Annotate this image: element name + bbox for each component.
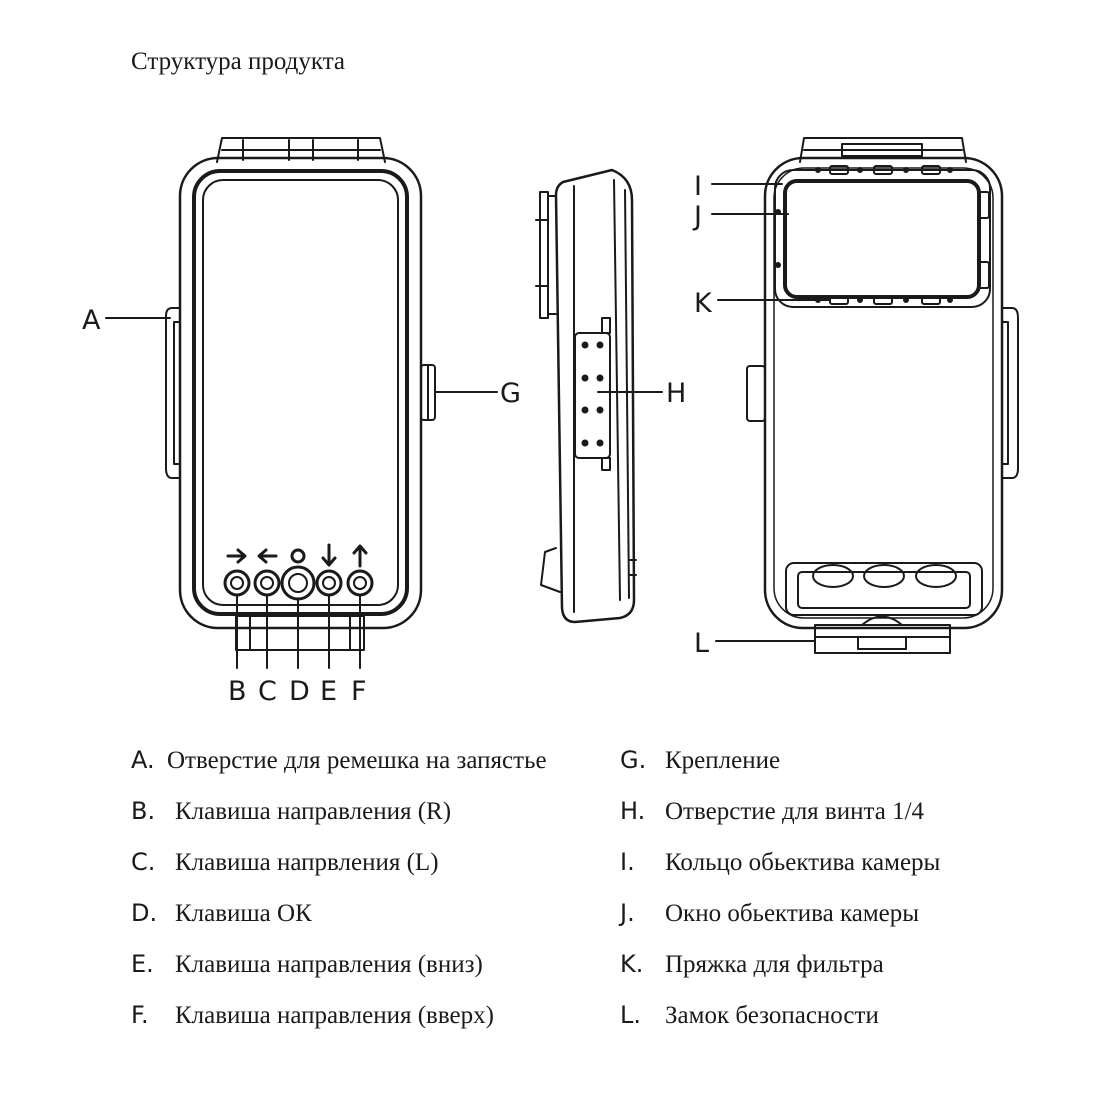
- legend-item-g: G.Крепление: [620, 746, 781, 774]
- arrow-right-icon: [226, 548, 247, 564]
- legend-item-j: J.Окно обьектива камеры: [620, 899, 920, 927]
- legend-item-i: I.Кольцо обьектива камеры: [620, 848, 941, 876]
- screw-holes: [581, 341, 604, 447]
- legend-item-k: K.Пряжка для фильтра: [620, 950, 884, 978]
- marker-d: D: [289, 676, 310, 707]
- marker-e: E: [320, 676, 337, 707]
- marker-a: A: [82, 305, 101, 336]
- legend-left: A.Отверстие для ремешка на запястье B.Кл…: [131, 740, 547, 1046]
- back-view: [746, 137, 1019, 654]
- legend-item-h: H.Отверстие для винта 1/4: [620, 797, 925, 825]
- legend-item-b: B.Клавиша направления (R): [131, 797, 452, 825]
- legend-item-f: F.Клавиша направления (вверх): [131, 1001, 494, 1029]
- product-structure-diagram: A G B C D E F H I J K L: [82, 137, 1019, 707]
- marker-f: F: [351, 676, 367, 707]
- legend-right: G.Крепление H.Отверстие для винта 1/4 I.…: [620, 740, 940, 1046]
- legend-item-c: C.Клавиша напрвления (L): [131, 848, 439, 876]
- marker-g: G: [500, 378, 521, 409]
- legend-item-a: A.Отверстие для ремешка на запястье: [131, 746, 547, 774]
- arrow-up-icon: [352, 544, 368, 568]
- arrow-down-icon: [321, 543, 337, 567]
- marker-i: I: [694, 171, 702, 202]
- marker-l: L: [694, 628, 709, 659]
- legend-item-e: E.Клавиша направления (вниз): [131, 950, 483, 978]
- front-view: [165, 137, 436, 651]
- legend-item-d: D.Клавиша ОК: [131, 899, 312, 927]
- ring-dots: [775, 167, 953, 303]
- page-title: Структура продукта: [131, 48, 346, 75]
- legend-item-l: L.Замок безопасности: [620, 1001, 879, 1029]
- key-symbols: [226, 543, 368, 568]
- arrow-left-icon: [257, 548, 278, 564]
- marker-h: H: [666, 378, 686, 409]
- marker-c: C: [258, 676, 277, 707]
- marker-j: J: [692, 201, 702, 232]
- side-view: [535, 168, 637, 624]
- marker-k: K: [694, 288, 713, 319]
- ok-circle-icon: [290, 548, 306, 564]
- keys: [223, 565, 374, 601]
- marker-b: B: [228, 676, 247, 707]
